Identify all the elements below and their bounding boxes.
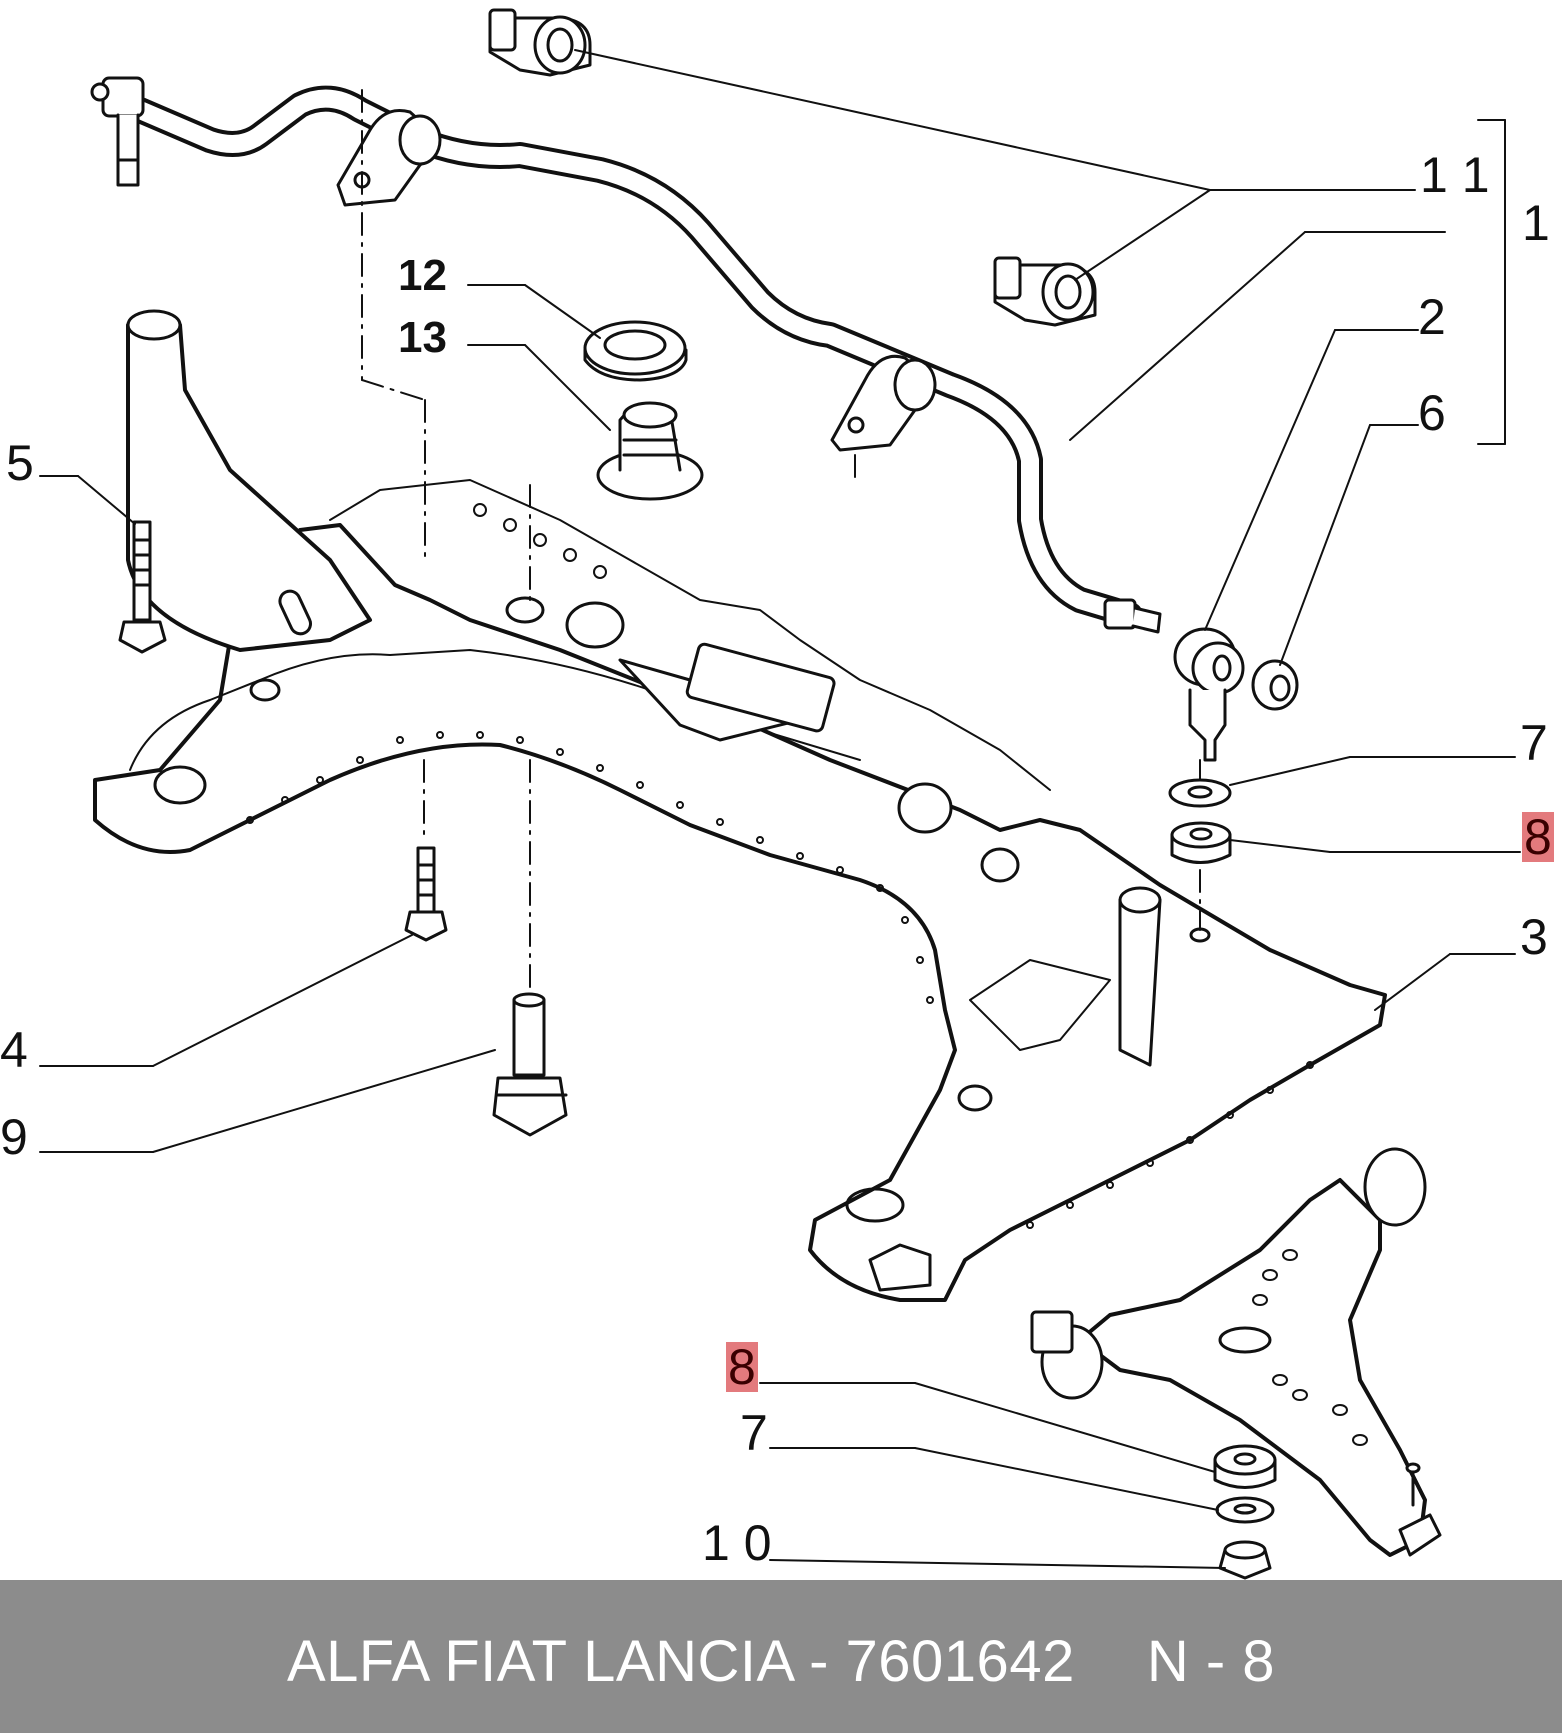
subframe-part-3: [93, 479, 1387, 1302]
callout-1: 1: [1522, 195, 1550, 251]
stabilizer-bar: [90, 76, 1162, 634]
footer-code: N - 8: [1146, 1629, 1276, 1694]
bar-clamp-right: [830, 354, 937, 452]
callout-3: 3: [1520, 909, 1548, 965]
link-part-2: [1173, 627, 1245, 762]
washer-part-7-lower: [1215, 1496, 1275, 1524]
callout-7-lower: 7: [740, 1405, 768, 1461]
footer-bar: ALFA FIAT LANCIA - 7601642 N - 8: [0, 1580, 1562, 1733]
callout-5: 5: [6, 435, 34, 491]
callout-8-upper: 8: [1522, 809, 1554, 865]
washer-part-12: [583, 320, 688, 382]
bushing-part-8-lower: [1213, 1444, 1277, 1489]
callout-8-lower: 8: [726, 1339, 758, 1395]
callout-4: 4: [0, 1022, 28, 1078]
bar-clamp-left: [336, 109, 442, 207]
bolt-part-9: [492, 992, 568, 1137]
bolt-part-4: [404, 846, 448, 942]
bushing-part-11-top: [488, 8, 592, 77]
callout-11: 1 1: [1420, 147, 1490, 203]
bushing-part-11-right: [993, 256, 1097, 327]
bushing-part-8-upper: [1170, 821, 1232, 864]
callout-6: 6: [1418, 385, 1446, 441]
subframe-arm: [126, 309, 372, 652]
footer-caption: ALFA FIAT LANCIA - 7601642 N - 8: [0, 1628, 1562, 1695]
parts-exploded-view: [39, 8, 1521, 1580]
callout-12: 12: [398, 251, 447, 300]
lower-control-arm: [1030, 1147, 1442, 1557]
callout-10: 1 0: [702, 1515, 772, 1571]
bump-stop-part-13: [596, 401, 704, 501]
footer-part-number: ALFA FIAT LANCIA - 7601642: [286, 1629, 1075, 1694]
leader-lines: [39, 49, 1521, 1569]
callout-2: 2: [1418, 289, 1446, 345]
assembly-axis-lines: [361, 89, 1201, 991]
washer-part-7-upper: [1168, 778, 1232, 808]
bolt-part-5: [118, 520, 167, 654]
callout-13: 13: [398, 313, 447, 362]
nut-part-6: [1251, 659, 1299, 711]
callout-9: 9: [0, 1109, 28, 1165]
nut-part-10: [1218, 1540, 1272, 1580]
callout-7-upper: 7: [1520, 715, 1548, 771]
